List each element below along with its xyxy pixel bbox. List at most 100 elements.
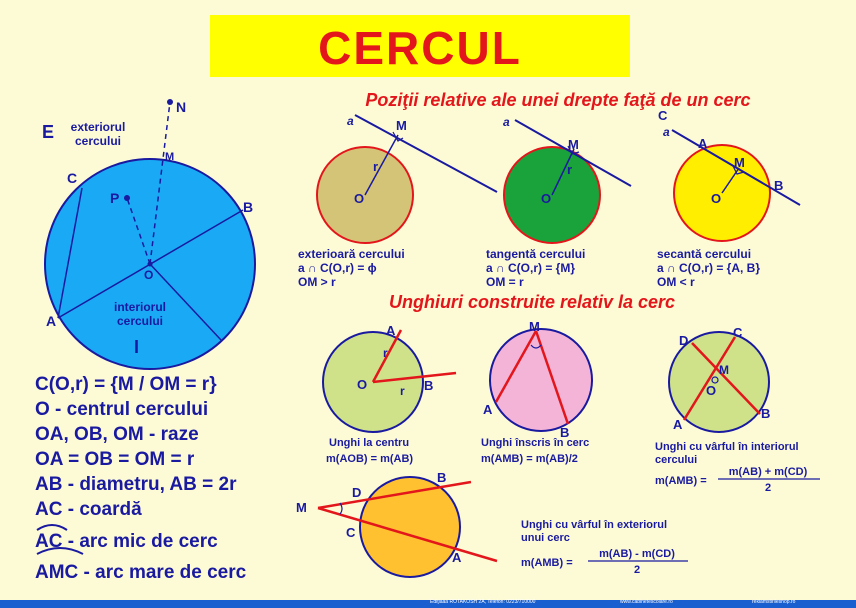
section-title-angles: Unghiuri construite relativ la cerc bbox=[389, 292, 675, 312]
label-c: C bbox=[658, 108, 668, 123]
label-a: A bbox=[698, 136, 708, 151]
right-angle-mark bbox=[567, 145, 580, 155]
chord-mb bbox=[534, 330, 570, 425]
angle-mark bbox=[339, 502, 343, 515]
caption-interior-2: cercului bbox=[655, 454, 697, 466]
point-label-c: C bbox=[67, 170, 77, 186]
circle-interior-vertex bbox=[668, 331, 770, 433]
label-a: A bbox=[673, 417, 683, 432]
angle-interior-vertex: D C M O A B Unghi cu vârful în interioru… bbox=[655, 325, 820, 494]
definition-line: C(O,r) = {M / OM = r} bbox=[35, 374, 217, 395]
point-label-n: N bbox=[176, 99, 186, 115]
label-r: r bbox=[567, 162, 572, 177]
chord-ma bbox=[494, 330, 538, 403]
label-o: O bbox=[354, 191, 364, 206]
label-a: A bbox=[483, 402, 493, 417]
label-r1: r bbox=[383, 346, 388, 360]
lhs-interior: m(AMB) = bbox=[655, 475, 707, 487]
chord-db bbox=[691, 342, 761, 415]
label-r: r bbox=[373, 159, 378, 174]
label-i: I bbox=[134, 337, 139, 357]
definition-line: AMC - arc mare de cerc bbox=[35, 562, 247, 583]
label-m: M bbox=[568, 137, 579, 152]
label-line-a: a bbox=[663, 125, 670, 139]
label-b: B bbox=[424, 378, 433, 393]
denominator-interior: 2 bbox=[765, 482, 771, 494]
segment-om-tangent bbox=[551, 148, 575, 196]
position-tangent: a M r O tangentă cercului a ∩ C(O,r) = {… bbox=[486, 115, 632, 289]
right-angle-mark bbox=[732, 165, 745, 175]
segment-on bbox=[149, 101, 171, 265]
label-line-a: a bbox=[503, 115, 510, 129]
label-e: E bbox=[42, 122, 54, 142]
angle-inscribed: M A B Unghi înscris în cerc m(AMB) = m(A… bbox=[481, 319, 593, 465]
label-b: B bbox=[774, 178, 783, 193]
caption-interior-1: Unghi cu vârful în interiorul bbox=[655, 441, 799, 453]
formula-central: m(AOB) = m(AB) bbox=[326, 453, 413, 465]
label-o: O bbox=[541, 191, 551, 206]
formula-secant: a ∩ C(O,r) = {A, B} bbox=[657, 261, 760, 275]
center-point bbox=[147, 261, 153, 267]
label-d: D bbox=[679, 333, 688, 348]
segment-om-exterior bbox=[364, 134, 399, 196]
label-a: A bbox=[386, 323, 396, 338]
point-p bbox=[124, 195, 130, 201]
main-circle-figure: E exteriorul cercului N M C P B O A inte… bbox=[42, 99, 256, 370]
page-title: CERCUL bbox=[318, 22, 522, 74]
label-r2: r bbox=[400, 384, 405, 398]
line-a-exterior bbox=[354, 114, 498, 193]
label-b: B bbox=[761, 406, 770, 421]
label-line-a: a bbox=[347, 114, 354, 128]
chord-ca bbox=[682, 336, 737, 421]
chord-ac bbox=[57, 187, 83, 319]
denominator-exterior: 2 bbox=[634, 564, 640, 576]
definition-line: AC - arc mic de cerc bbox=[35, 531, 218, 552]
label-c: C bbox=[346, 525, 356, 540]
angle-exterior-vertex: M D B C A Unghi cu vârful în exteriorul … bbox=[296, 470, 688, 578]
numerator-interior: m(AB) + m(CD) bbox=[729, 466, 808, 478]
circle-inscribed bbox=[489, 328, 593, 432]
secant-ma bbox=[317, 506, 498, 563]
radius-bottom bbox=[149, 263, 222, 341]
vertex-mark bbox=[711, 376, 719, 384]
relation-tangent: OM = r bbox=[486, 275, 524, 289]
position-exterior: a M r O exterioară cercului a ∩ C(O,r) =… bbox=[298, 114, 498, 289]
arc-mark-ac bbox=[36, 524, 68, 531]
label-d: D bbox=[352, 485, 361, 500]
caption-secant: secantă cercului bbox=[657, 247, 751, 261]
caption-tangent: tangentă cercului bbox=[486, 247, 585, 261]
point-label-o: O bbox=[144, 268, 153, 282]
label-m: M bbox=[719, 363, 729, 377]
section-title-positions: Poziţii relative ale unei drepte faţă de… bbox=[365, 90, 750, 110]
angle-central: A r O B r Unghi la centru m(AOB) = m(AB) bbox=[322, 323, 457, 465]
exterior-label-2: cercului bbox=[75, 134, 121, 148]
point-label-m: M bbox=[165, 151, 174, 163]
formula-tangent: a ∩ C(O,r) = {M} bbox=[486, 261, 575, 275]
arc-mark-amc bbox=[36, 547, 84, 555]
definition-line: O - centrul cercului bbox=[35, 399, 208, 420]
label-c: C bbox=[733, 325, 743, 340]
ray-oa bbox=[371, 329, 403, 383]
caption-exterior-2: unui cerc bbox=[521, 532, 570, 544]
caption-exterior-1: Unghi cu vârful în exteriorul bbox=[521, 519, 667, 531]
relation-secant: OM < r bbox=[657, 275, 695, 289]
footer-center: www.cabinetescolare.ro bbox=[620, 599, 673, 605]
line-a-tangent bbox=[514, 119, 632, 187]
caption-exterior: exterioară cercului bbox=[298, 247, 405, 261]
caption-inscribed: Unghi înscris în cerc bbox=[481, 437, 589, 449]
footer-bar: Ediţiaaa ROTAKOSH 2A, Telefon: 0223/7100… bbox=[0, 599, 856, 608]
circle-exterior-vertex bbox=[359, 476, 461, 578]
label-m: M bbox=[734, 155, 745, 170]
angle-mark bbox=[530, 344, 542, 349]
point-label-p: P bbox=[110, 190, 119, 206]
label-o: O bbox=[711, 191, 721, 206]
formula-inscribed: m(AMB) = m(AB)/2 bbox=[481, 453, 578, 465]
formula-exterior: a ∩ C(O,r) = ϕ bbox=[298, 261, 377, 275]
secant-mb bbox=[317, 480, 472, 510]
caption-central: Unghi la centru bbox=[329, 437, 409, 449]
definition-line: OA = OB = OM = r bbox=[35, 449, 195, 470]
label-m: M bbox=[396, 118, 407, 133]
definitions-list: C(O,r) = {M / OM = r} O - centrul cercul… bbox=[35, 374, 247, 583]
